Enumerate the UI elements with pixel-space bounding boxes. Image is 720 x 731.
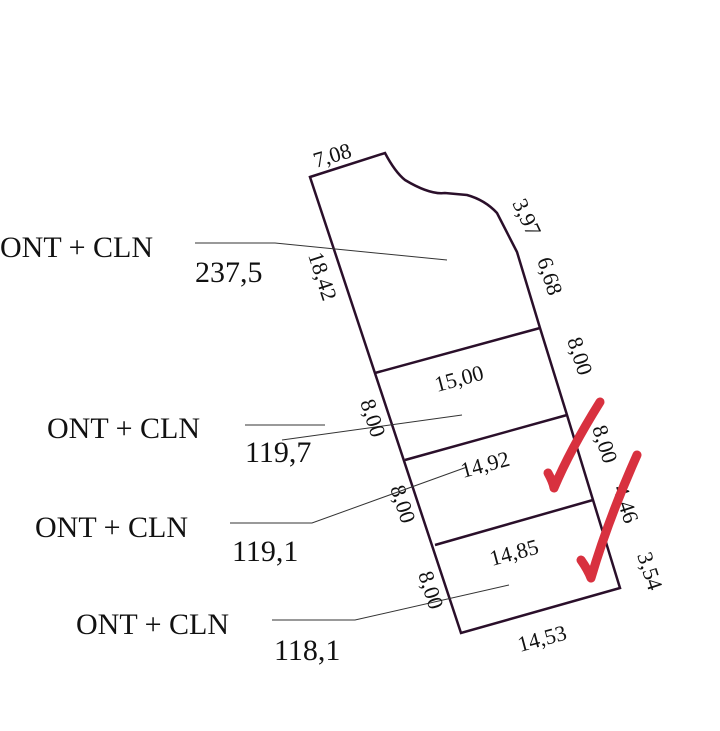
dim-right-4: 3,54 xyxy=(632,549,668,593)
lot-4-area: 118,1 xyxy=(274,634,340,667)
dim-divider-3: 14,85 xyxy=(487,534,541,571)
dim-right-top: 6,68 xyxy=(532,254,568,298)
dim-bottom: 14,53 xyxy=(515,620,569,657)
check-icon xyxy=(543,397,605,493)
leader-line-3 xyxy=(230,466,468,524)
divider-line-2 xyxy=(404,413,568,462)
lot-3-use: ONT + CLN xyxy=(35,511,188,544)
lot-2-area: 119,7 xyxy=(245,436,311,469)
dim-top: 7,08 xyxy=(310,138,354,173)
parcel-outline xyxy=(308,151,622,635)
dim-divider-1: 15,00 xyxy=(432,360,486,397)
dim-divider-2: 14,92 xyxy=(458,446,512,483)
leader-line-1 xyxy=(195,242,448,261)
divider-line-1 xyxy=(374,326,541,375)
lot-1-use: ONT + CLN xyxy=(0,231,153,264)
lot-2-use: ONT + CLN xyxy=(47,412,200,445)
dim-right-1: 8,00 xyxy=(562,334,598,378)
dim-left-2: 8,00 xyxy=(385,482,421,526)
check-icon xyxy=(576,450,642,583)
leader-line-2b xyxy=(281,414,463,441)
dim-right-curve: 3,97 xyxy=(507,195,546,240)
lot-1-area: 237,5 xyxy=(195,256,263,289)
lot-3-area: 119,1 xyxy=(232,535,298,568)
leader-line-4 xyxy=(272,584,510,621)
lot-4-use: ONT + CLN xyxy=(76,608,229,641)
dim-right-2: 8,00 xyxy=(587,422,623,466)
divider-line-3 xyxy=(434,498,594,547)
